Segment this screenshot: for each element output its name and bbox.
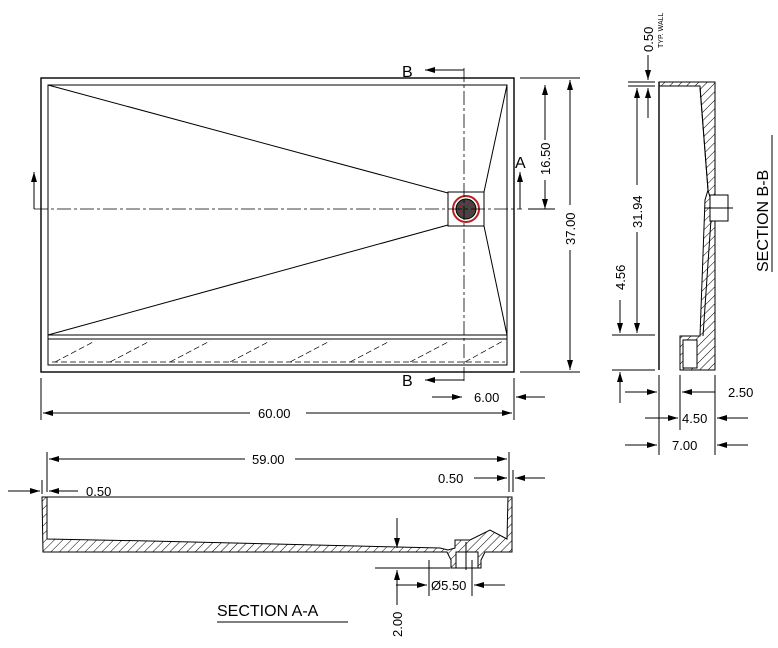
pan-outline xyxy=(40,77,515,373)
dim-drain-depth: 2.00 xyxy=(390,612,405,637)
bench-seat xyxy=(47,334,508,366)
section-a-marker: A xyxy=(515,155,526,172)
dim-overall-width: 37.00 xyxy=(563,212,578,245)
dim-inner-length: 59.00 xyxy=(252,452,285,467)
dim-bench-height: 4.56 xyxy=(613,265,628,290)
dim-left-wall: 0.50 xyxy=(86,484,111,499)
dim-drain-from-back: 16.50 xyxy=(538,142,553,175)
section-b-profile xyxy=(658,81,716,371)
dim-right-wall: 0.50 xyxy=(438,471,463,486)
plan-view: A B B 16.50 37.00 60.00 6.00 xyxy=(31,64,580,421)
section-a-title: SECTION A-A xyxy=(217,603,319,620)
dim-inner-depth: 31.94 xyxy=(630,195,645,228)
dim-overall-height: 7.00 xyxy=(672,438,697,453)
section-b-marker-bottom: B xyxy=(402,373,413,390)
section-a-a: 59.00 0.50 0.50 2.00 Ø5.50 SECTION A-A xyxy=(8,452,545,637)
dim-bench-depth: 4.50 xyxy=(682,411,707,426)
dim-wall: 0.50 xyxy=(641,27,656,52)
section-b-b: 0.50 TYP. WALL 31.94 4.56 2.50 4.50 7.00… xyxy=(612,12,773,455)
section-b-title: SECTION B-B xyxy=(755,170,772,272)
dim-drain-diameter: Ø5.50 xyxy=(431,578,466,593)
dim-overall-length: 60.00 xyxy=(258,406,291,421)
dim-bench-step: 2.50 xyxy=(728,385,753,400)
typ-wall-note: TYP. WALL xyxy=(658,12,665,48)
pan-profile xyxy=(41,496,513,569)
dim-drain-from-right: 6.00 xyxy=(474,390,499,405)
pan-inner-outline xyxy=(47,84,508,366)
section-b-marker-top: B xyxy=(402,64,413,81)
